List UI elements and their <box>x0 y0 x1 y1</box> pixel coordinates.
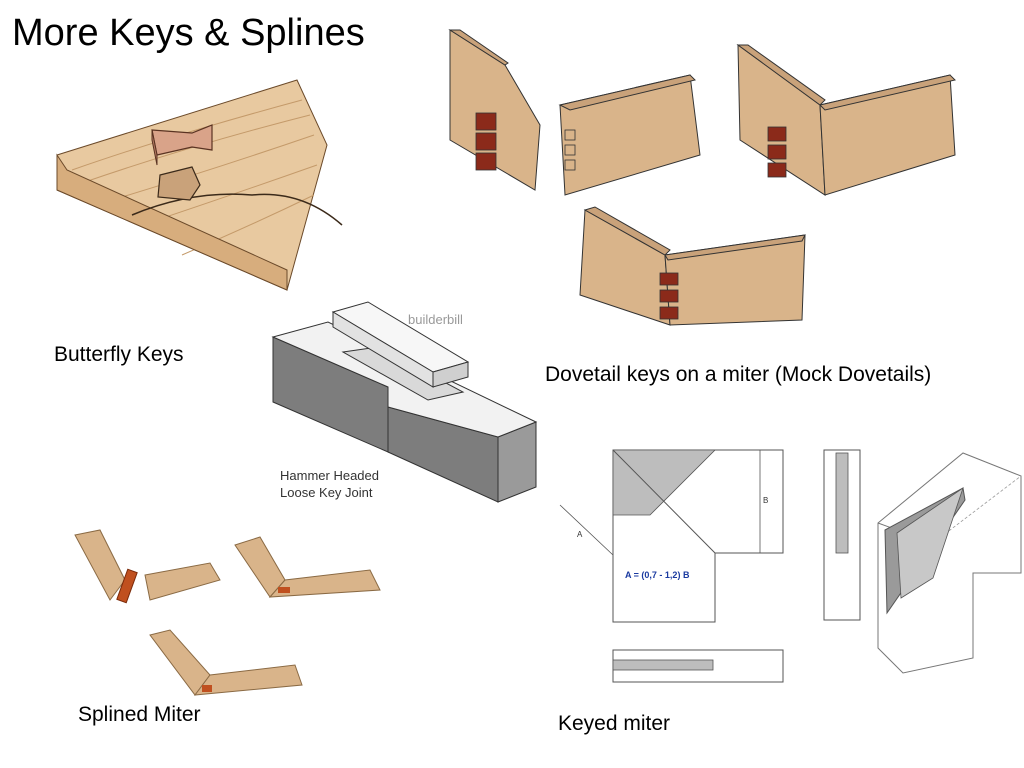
caption-dovetail-keys: Dovetail keys on a miter (Mock Dovetails… <box>545 363 932 386</box>
slide-title: More Keys & Splines <box>12 12 365 54</box>
dovetail-keys-illustration <box>448 29 956 326</box>
hammer-label-line2: Loose Key Joint <box>280 485 373 500</box>
builderbill-watermark: builderbill <box>408 312 463 327</box>
butterfly-keys-illustration <box>56 79 343 291</box>
caption-butterfly-keys: Butterfly Keys <box>54 343 184 366</box>
keyed-miter-side-view <box>823 449 861 621</box>
keyed-miter-isometric <box>877 452 1022 674</box>
dimension-b-label: B <box>763 496 768 505</box>
keyed-miter-formula: A = (0,7 - 1,2) B <box>625 570 690 580</box>
splined-miter-illustration <box>74 529 381 696</box>
hammer-label-line1: Hammer Headed <box>280 468 379 483</box>
hammer-headed-key-illustration: builderbill Hammer Headed Loose Key Join… <box>271 301 538 503</box>
keyed-miter-drawing: A B A = (0,7 - 1,2) B <box>559 449 784 683</box>
caption-keyed-miter: Keyed miter <box>558 712 671 735</box>
caption-splined-miter: Splined Miter <box>78 703 201 726</box>
dimension-a-label: A <box>577 530 583 539</box>
